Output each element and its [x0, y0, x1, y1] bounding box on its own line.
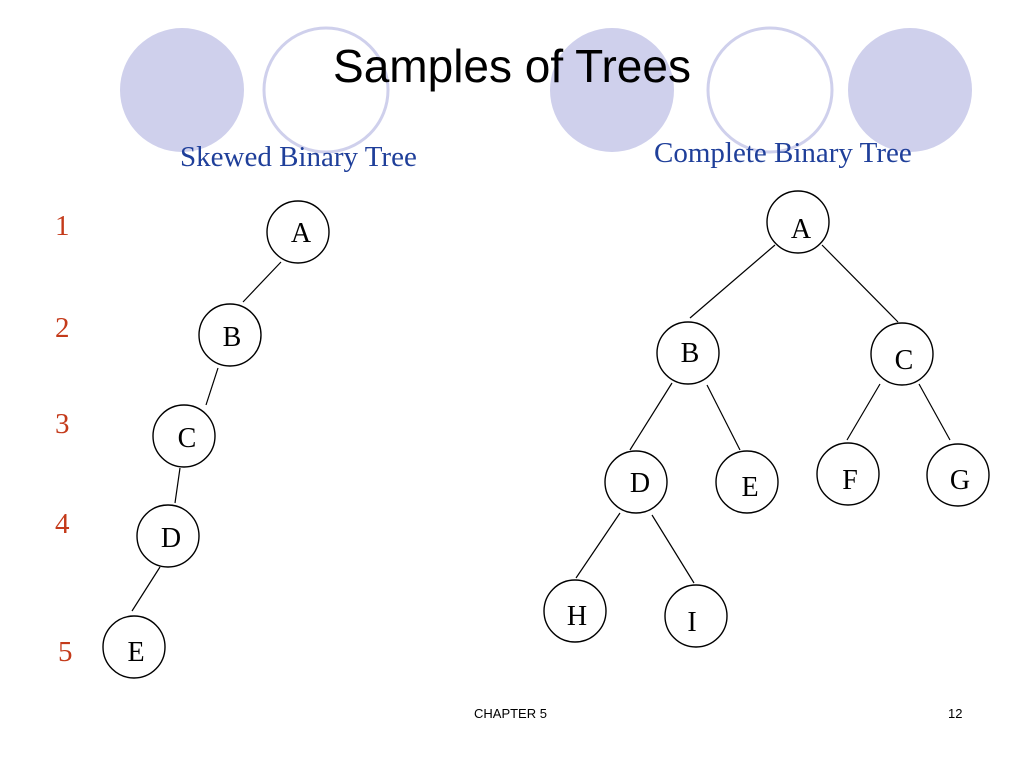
skewed-node-b-label: B [223, 322, 242, 353]
complete-node-h: H [543, 579, 607, 643]
skewed-node-a-label: A [291, 218, 312, 249]
skewed-edge-d-e [131, 566, 161, 612]
complete-edge-b-e [706, 384, 741, 451]
complete-node-g-label: G [950, 465, 970, 496]
level-label-4: 4 [55, 508, 70, 540]
complete-node-b-label: B [681, 338, 700, 369]
skewed-node-a: A [266, 200, 330, 264]
skewed-node-e: E [102, 615, 166, 679]
complete-node-d-label: D [630, 468, 650, 499]
complete-node-g: G [926, 443, 990, 507]
complete-node-f-label: F [842, 465, 858, 496]
skewed-edge-b-c [205, 367, 219, 406]
complete-edge-c-g [918, 383, 951, 441]
footer-chapter-label: CHAPTER 5 [474, 706, 547, 721]
level-label-1: 1 [55, 210, 70, 242]
complete-edge-a-c [821, 244, 899, 323]
complete-node-h-label: H [567, 601, 587, 632]
complete-node-a: A [766, 190, 830, 254]
complete-node-i: I [664, 584, 728, 648]
complete-edge-c-f [846, 383, 881, 441]
complete-edge-d-i [651, 514, 695, 584]
page-title: Samples of Trees [333, 40, 691, 92]
complete-node-a-label: A [791, 214, 812, 245]
page-number: 12 [948, 706, 963, 721]
skewed-node-b: B [198, 303, 262, 367]
skewed-node-c: C [152, 404, 216, 468]
complete-tree-title: Complete Binary Tree [654, 137, 912, 169]
skewed-node-d-label: D [161, 523, 181, 554]
complete-node-b: B [656, 321, 720, 385]
skewed-edge-a-b [242, 261, 282, 303]
complete-edge-d-h [575, 512, 621, 579]
deco-circle-1 [120, 28, 244, 152]
level-label-5: 5 [58, 636, 73, 668]
complete-node-f: F [816, 442, 880, 506]
skewed-node-c-label: C [178, 423, 197, 454]
skewed-node-d: D [136, 504, 200, 568]
skewed-node-e-label: E [127, 637, 144, 668]
level-label-3: 3 [55, 408, 70, 440]
complete-node-c-label: C [895, 345, 914, 376]
complete-node-d: D [604, 450, 668, 514]
complete-node-c: C [870, 322, 934, 386]
deco-circle-4 [706, 26, 834, 154]
complete-node-e-label: E [741, 472, 758, 503]
complete-edge-a-b [689, 244, 776, 319]
deco-circle-5 [848, 28, 972, 152]
complete-node-e: E [715, 450, 779, 514]
deco-circle-3 [550, 28, 674, 152]
complete-node-i-label: I [687, 607, 696, 638]
level-label-2: 2 [55, 312, 70, 344]
complete-edge-b-d [629, 382, 673, 451]
deco-circle-2 [262, 26, 390, 154]
skewed-edge-c-d [174, 467, 181, 504]
skewed-tree-title: Skewed Binary Tree [180, 141, 417, 173]
